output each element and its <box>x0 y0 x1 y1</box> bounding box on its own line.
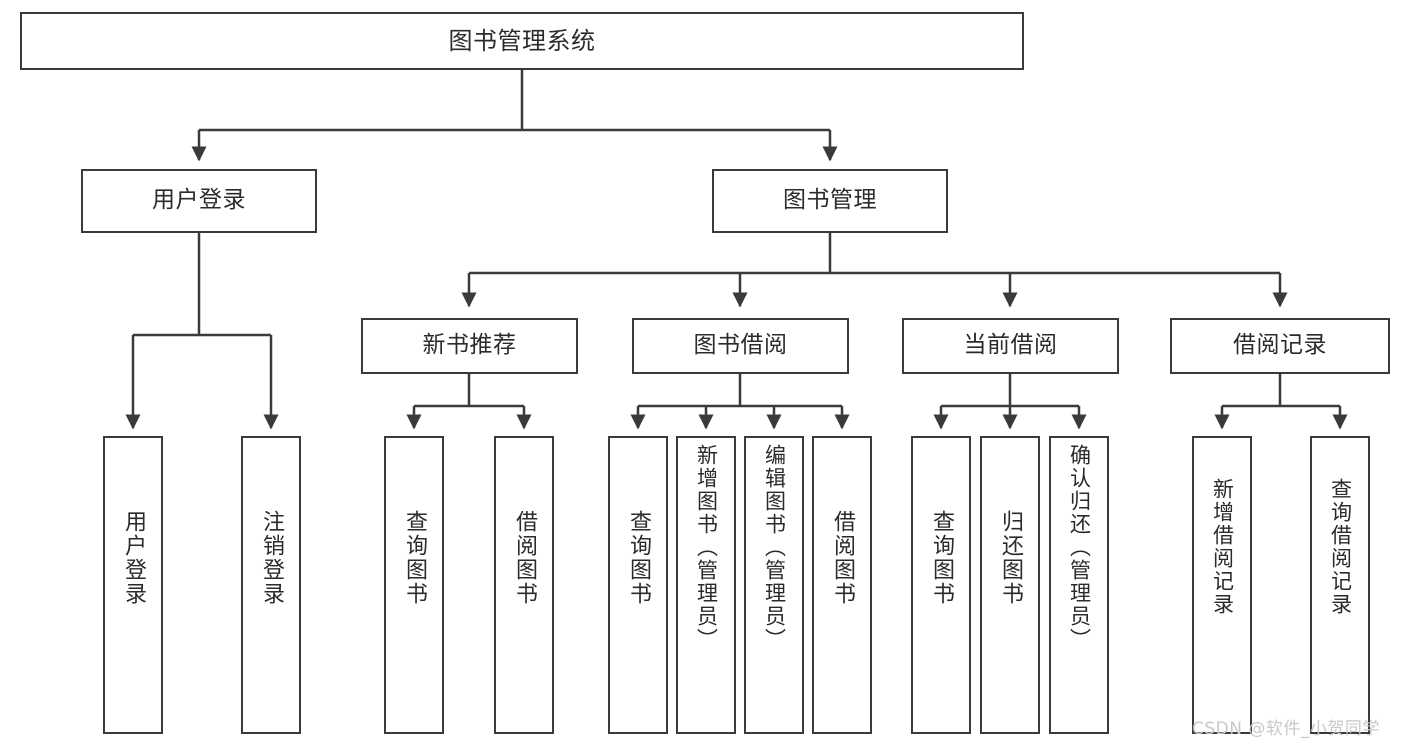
node-current-borrowing[interactable]: 当前借阅 <box>902 318 1119 374</box>
node-label: 借阅记录 <box>1233 332 1327 359</box>
leaf-edit-book-admin[interactable]: 编辑图书（管理员） <box>744 436 804 734</box>
node-label: 新增图书（管理员） <box>694 444 719 651</box>
node-label: 新增借阅记录 <box>1210 478 1235 616</box>
node-label: 新书推荐 <box>422 332 517 359</box>
node-label: 确认归还（管理员） <box>1067 444 1092 651</box>
leaf-return-book[interactable]: 归还图书 <box>980 436 1040 734</box>
node-label: 借阅图书 <box>830 510 855 606</box>
leaf-user-login[interactable]: 用户登录 <box>103 436 163 734</box>
leaf-borrow-book-recommendation[interactable]: 借阅图书 <box>494 436 554 734</box>
leaf-add-book-admin[interactable]: 新增图书（管理员） <box>676 436 736 734</box>
node-label: 借阅图书 <box>512 510 537 606</box>
node-user-login[interactable]: 用户登录 <box>81 169 317 233</box>
node-root-book-management-system[interactable]: 图书管理系统 <box>20 12 1024 70</box>
leaf-logout-login[interactable]: 注销登录 <box>241 436 301 734</box>
node-book-management[interactable]: 图书管理 <box>712 169 948 233</box>
node-label: 注销登录 <box>259 510 284 606</box>
node-label: 图书管理 <box>783 187 877 214</box>
node-label: 图书借阅 <box>693 332 788 359</box>
node-label: 查询借阅记录 <box>1328 478 1353 616</box>
node-label: 查询图书 <box>626 510 651 606</box>
node-label: 图书管理系统 <box>448 26 596 55</box>
node-label: 编辑图书（管理员） <box>762 444 787 651</box>
csdn-watermark: CSDN @软件_小贺同学 <box>1192 719 1380 739</box>
node-label: 当前借阅 <box>963 332 1058 359</box>
leaf-query-book-borrowing[interactable]: 查询图书 <box>608 436 668 734</box>
node-borrowing-record[interactable]: 借阅记录 <box>1170 318 1390 374</box>
leaf-borrow-book-borrowing[interactable]: 借阅图书 <box>812 436 872 734</box>
node-label: 查询图书 <box>402 510 427 606</box>
leaf-add-borrowing-record[interactable]: 新增借阅记录 <box>1192 436 1252 734</box>
leaf-confirm-return-admin[interactable]: 确认归还（管理员） <box>1049 436 1109 734</box>
leaf-query-book-recommendation[interactable]: 查询图书 <box>384 436 444 734</box>
node-label: 查询图书 <box>929 510 954 606</box>
node-label: 用户登录 <box>121 510 146 606</box>
node-book-borrowing[interactable]: 图书借阅 <box>632 318 849 374</box>
leaf-query-borrowing-record[interactable]: 查询借阅记录 <box>1310 436 1370 734</box>
node-label: 归还图书 <box>998 510 1023 606</box>
leaf-query-book-current[interactable]: 查询图书 <box>911 436 971 734</box>
node-label: 用户登录 <box>152 187 246 214</box>
node-new-book-recommendation[interactable]: 新书推荐 <box>361 318 578 374</box>
